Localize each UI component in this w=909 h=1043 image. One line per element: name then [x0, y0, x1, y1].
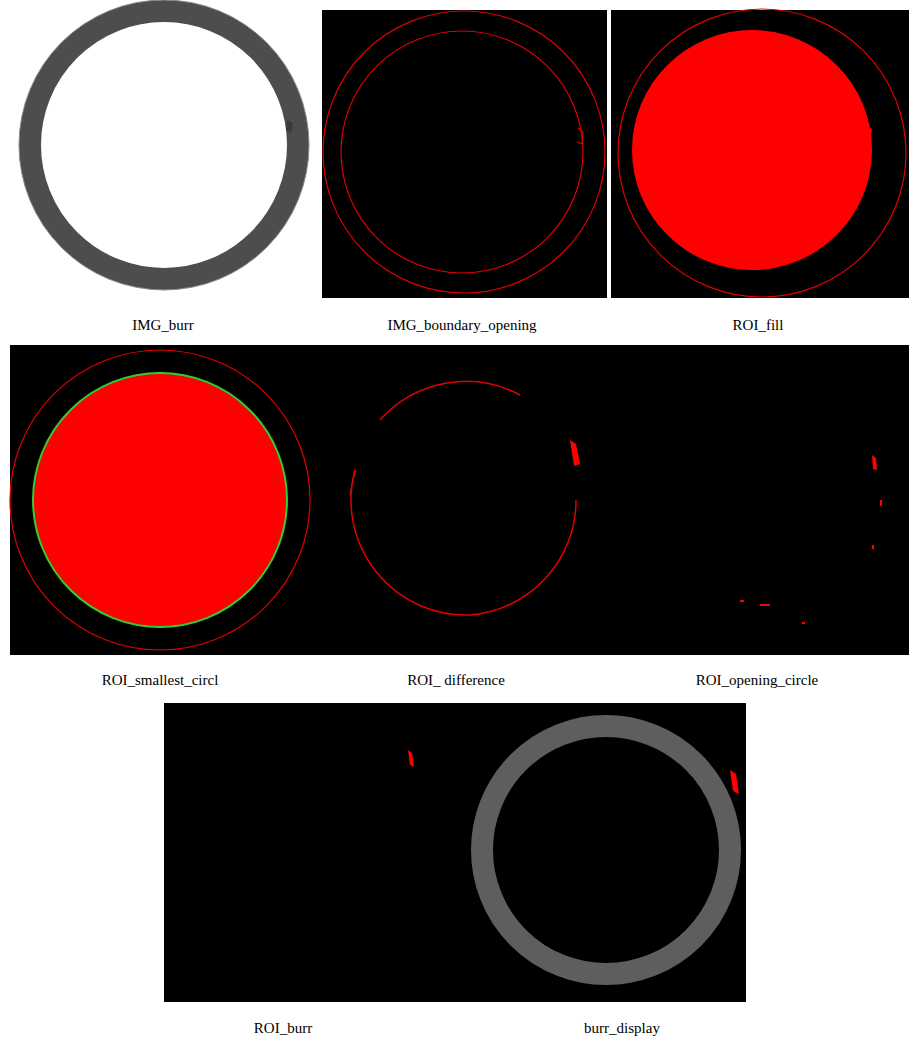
burr-photo [19, 0, 309, 290]
fill-panel [611, 9, 909, 298]
panel-caption: ROI_opening_circle [696, 672, 818, 689]
panel-caption: ROI_ difference [407, 672, 505, 689]
burr-display-panel [482, 726, 739, 974]
panel-caption: IMG_burr [132, 317, 194, 334]
opening-circle-panel [740, 455, 882, 624]
panel-caption: ROI_burr [254, 1020, 312, 1037]
panel-caption: ROI_fill [733, 317, 784, 334]
panel-caption: IMG_boundary_opening [387, 317, 536, 334]
difference-panel [350, 381, 580, 615]
row-background [164, 703, 746, 1002]
boundary-panel [322, 10, 607, 298]
row-background [10, 345, 909, 655]
burr-region [408, 750, 414, 767]
panel-caption: ROI_smallest_circl [102, 672, 219, 689]
smallest-circle-panel [10, 350, 310, 650]
panel-caption: burr_display [584, 1020, 660, 1037]
